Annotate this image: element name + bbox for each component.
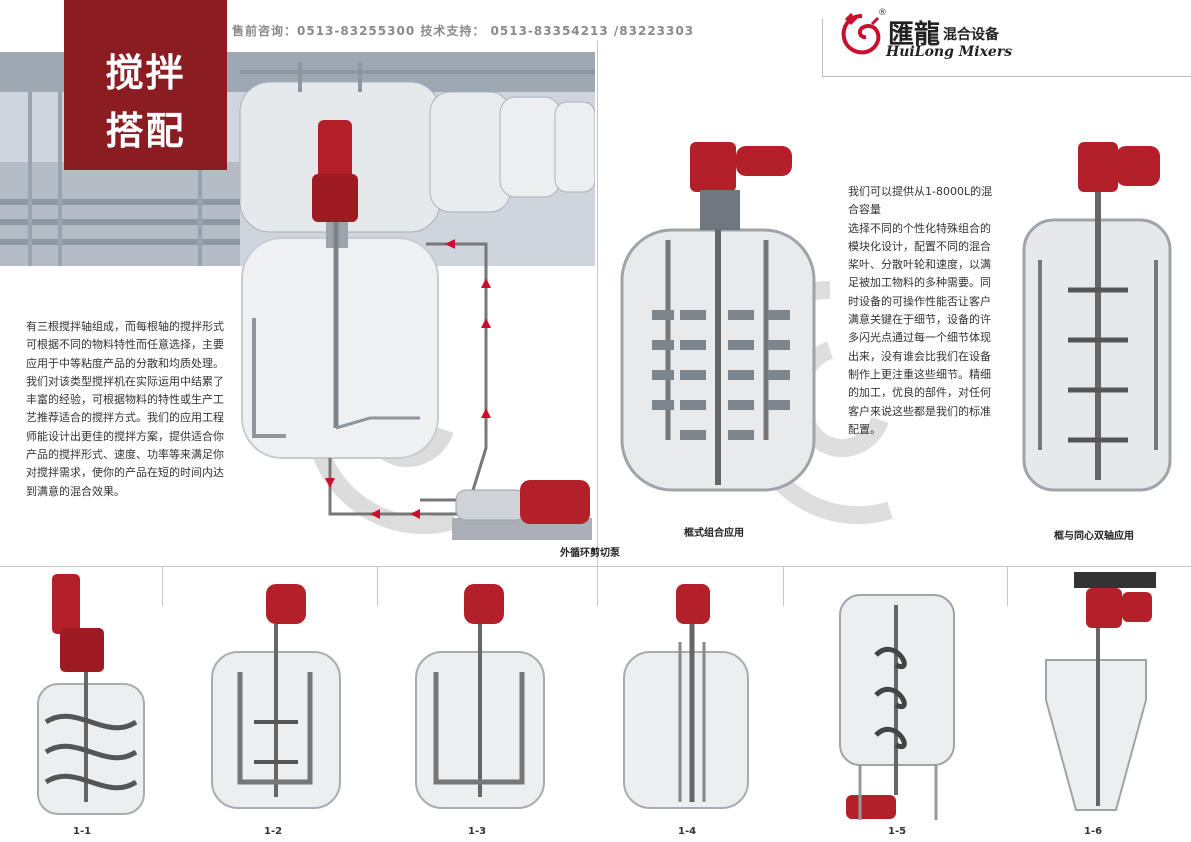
- bottom-divider-4: [783, 566, 784, 606]
- bottom-divider: [0, 566, 1191, 567]
- logo-frame: [822, 18, 1191, 77]
- label-1-2: 1-2: [264, 826, 283, 837]
- logo-cn-sub: 混合设备: [943, 27, 999, 43]
- page-title-block: 搅拌 搭配: [64, 0, 227, 170]
- dragon-logo-icon: [841, 12, 881, 55]
- page-title-line2: 搭配: [105, 109, 186, 153]
- registered-mark: ®: [878, 8, 887, 18]
- mixer-1-6-illustration: [1045, 572, 1156, 811]
- bottom-divider-1: [162, 566, 163, 606]
- label-1-4: 1-4: [678, 826, 697, 837]
- mixer-1-2-illustration: [211, 584, 341, 809]
- mixer-1-1-illustration: [37, 574, 145, 815]
- coaxial-frame-mixer-illustration: [1022, 142, 1172, 492]
- bottom-divider-2: [377, 566, 378, 606]
- page-title-line1: 搅拌: [105, 51, 186, 95]
- contact-info: 售前咨询：0513-83255300 技术支持： 0513-83354213 /…: [232, 24, 695, 38]
- label-1-3: 1-3: [468, 826, 487, 837]
- center-divider: [597, 40, 598, 566]
- mixer-1-4-illustration: [623, 584, 749, 809]
- factory-photo: [0, 52, 595, 266]
- external-pump-mixer-illustration: [241, 120, 592, 540]
- right-description: 我们可以提供从1-8000L的混合容量 选择不同的个性化特殊组合的模块化设计，配…: [848, 185, 993, 436]
- label-1-1: 1-1: [73, 826, 92, 837]
- logo-en-name: HuiLong Mixers: [886, 44, 1013, 60]
- left-description: 有三根搅拌轴组成，而每根轴的搅拌形式可根据不同的物料特性而任意选择，主要应用于中…: [26, 320, 224, 498]
- mixer-1-5-illustration: [839, 594, 955, 820]
- label-1-6: 1-6: [1084, 826, 1103, 837]
- caption-frame: 框式组合应用: [684, 528, 744, 539]
- caption-coaxial: 框与同心双轴应用: [1054, 531, 1134, 542]
- bottom-divider-3: [597, 566, 598, 606]
- logo-cn-name: 匯龍: [888, 20, 941, 50]
- mixer-1-3-illustration: [415, 584, 545, 809]
- frame-combination-mixer-illustration: [620, 142, 816, 492]
- caption-pump: 外循环剪切泵: [560, 548, 620, 559]
- bottom-divider-5: [1007, 566, 1008, 606]
- label-1-5: 1-5: [888, 826, 907, 837]
